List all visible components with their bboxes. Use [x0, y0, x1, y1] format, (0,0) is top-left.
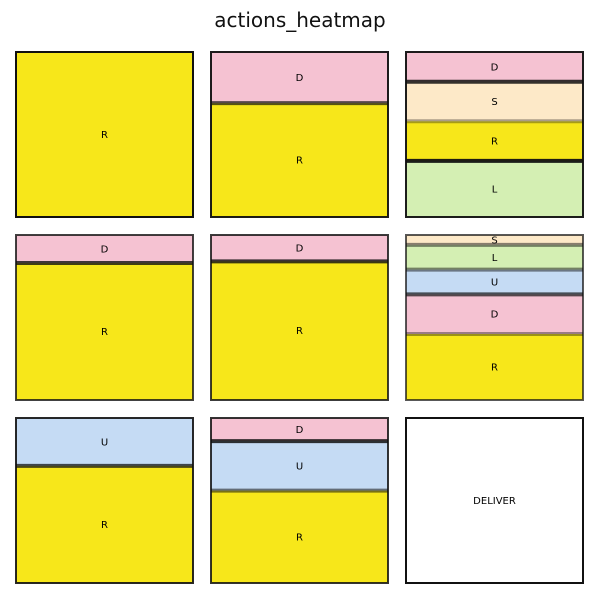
segment-label: R: [296, 326, 303, 337]
cell-border: [405, 234, 584, 401]
heatmap-cell-1-1: DR: [210, 234, 389, 401]
cell-border: [15, 417, 194, 584]
segment-label: R: [296, 156, 303, 167]
heatmap-cell-2-2: DELIVER: [405, 417, 584, 584]
segment-label: R: [296, 532, 303, 543]
segment-label: U: [296, 461, 303, 472]
segment-label: D: [296, 425, 304, 436]
cell-border: [210, 51, 389, 218]
heatmap-cell-0-0: R: [15, 51, 194, 218]
segment-D: [406, 52, 583, 82]
cell-border: [210, 234, 389, 401]
segment-label: D: [491, 310, 499, 321]
segment-L: [406, 160, 583, 217]
segment-S: [406, 81, 583, 122]
heatmap-cell-0-1: DR: [210, 51, 389, 218]
segment-R: [211, 261, 388, 400]
heatmap-cell-0-2: D S R L: [405, 51, 584, 218]
segment-label: L: [492, 253, 498, 264]
segment-D: [211, 418, 388, 442]
segment-S: [406, 235, 583, 245]
segment-R: [16, 263, 193, 400]
cell-border: [15, 234, 194, 401]
segment-label: R: [491, 137, 498, 148]
cell-border: [405, 417, 584, 584]
segment-R: [406, 121, 583, 161]
segment-D: [211, 235, 388, 262]
segment-label: R: [101, 520, 108, 531]
segment-R: [211, 490, 388, 583]
segment-R: [16, 465, 193, 583]
segment-D: [406, 294, 583, 334]
heatmap-cell-2-1: D U R: [210, 417, 389, 584]
segment-D: [16, 235, 193, 264]
cell-border: [405, 51, 584, 218]
segment-U: [211, 441, 388, 491]
segment-U: [16, 418, 193, 466]
heatmap-cell-1-2: SL U D R: [405, 234, 584, 401]
segment-label: R: [101, 130, 108, 141]
segment-label: R: [101, 327, 108, 338]
cell-label: DELIVER: [473, 496, 516, 507]
segment-U: [406, 269, 583, 295]
segment-label: R: [491, 363, 498, 374]
segment-label: U: [101, 437, 108, 448]
segment-label: D: [296, 244, 304, 255]
segment-label: D: [491, 62, 499, 73]
segment-D: [211, 52, 388, 104]
cell-border: [210, 417, 389, 584]
segment-R: [211, 103, 388, 217]
segment-label: D: [296, 73, 304, 84]
segment-label: S: [491, 97, 497, 108]
heatmap-cell-2-0: UR: [15, 417, 194, 584]
heatmap-cell-1-0: DR: [15, 234, 194, 401]
segment-R: [16, 52, 193, 217]
cell-border: [15, 51, 194, 218]
segment-label: S: [491, 235, 497, 246]
segment-label: L: [492, 184, 498, 195]
chart-title: actions_heatmap: [214, 8, 386, 32]
segment-label: D: [101, 245, 109, 256]
segment-L: [406, 244, 583, 270]
segment-label: U: [491, 278, 498, 289]
segment-R: [406, 334, 583, 400]
